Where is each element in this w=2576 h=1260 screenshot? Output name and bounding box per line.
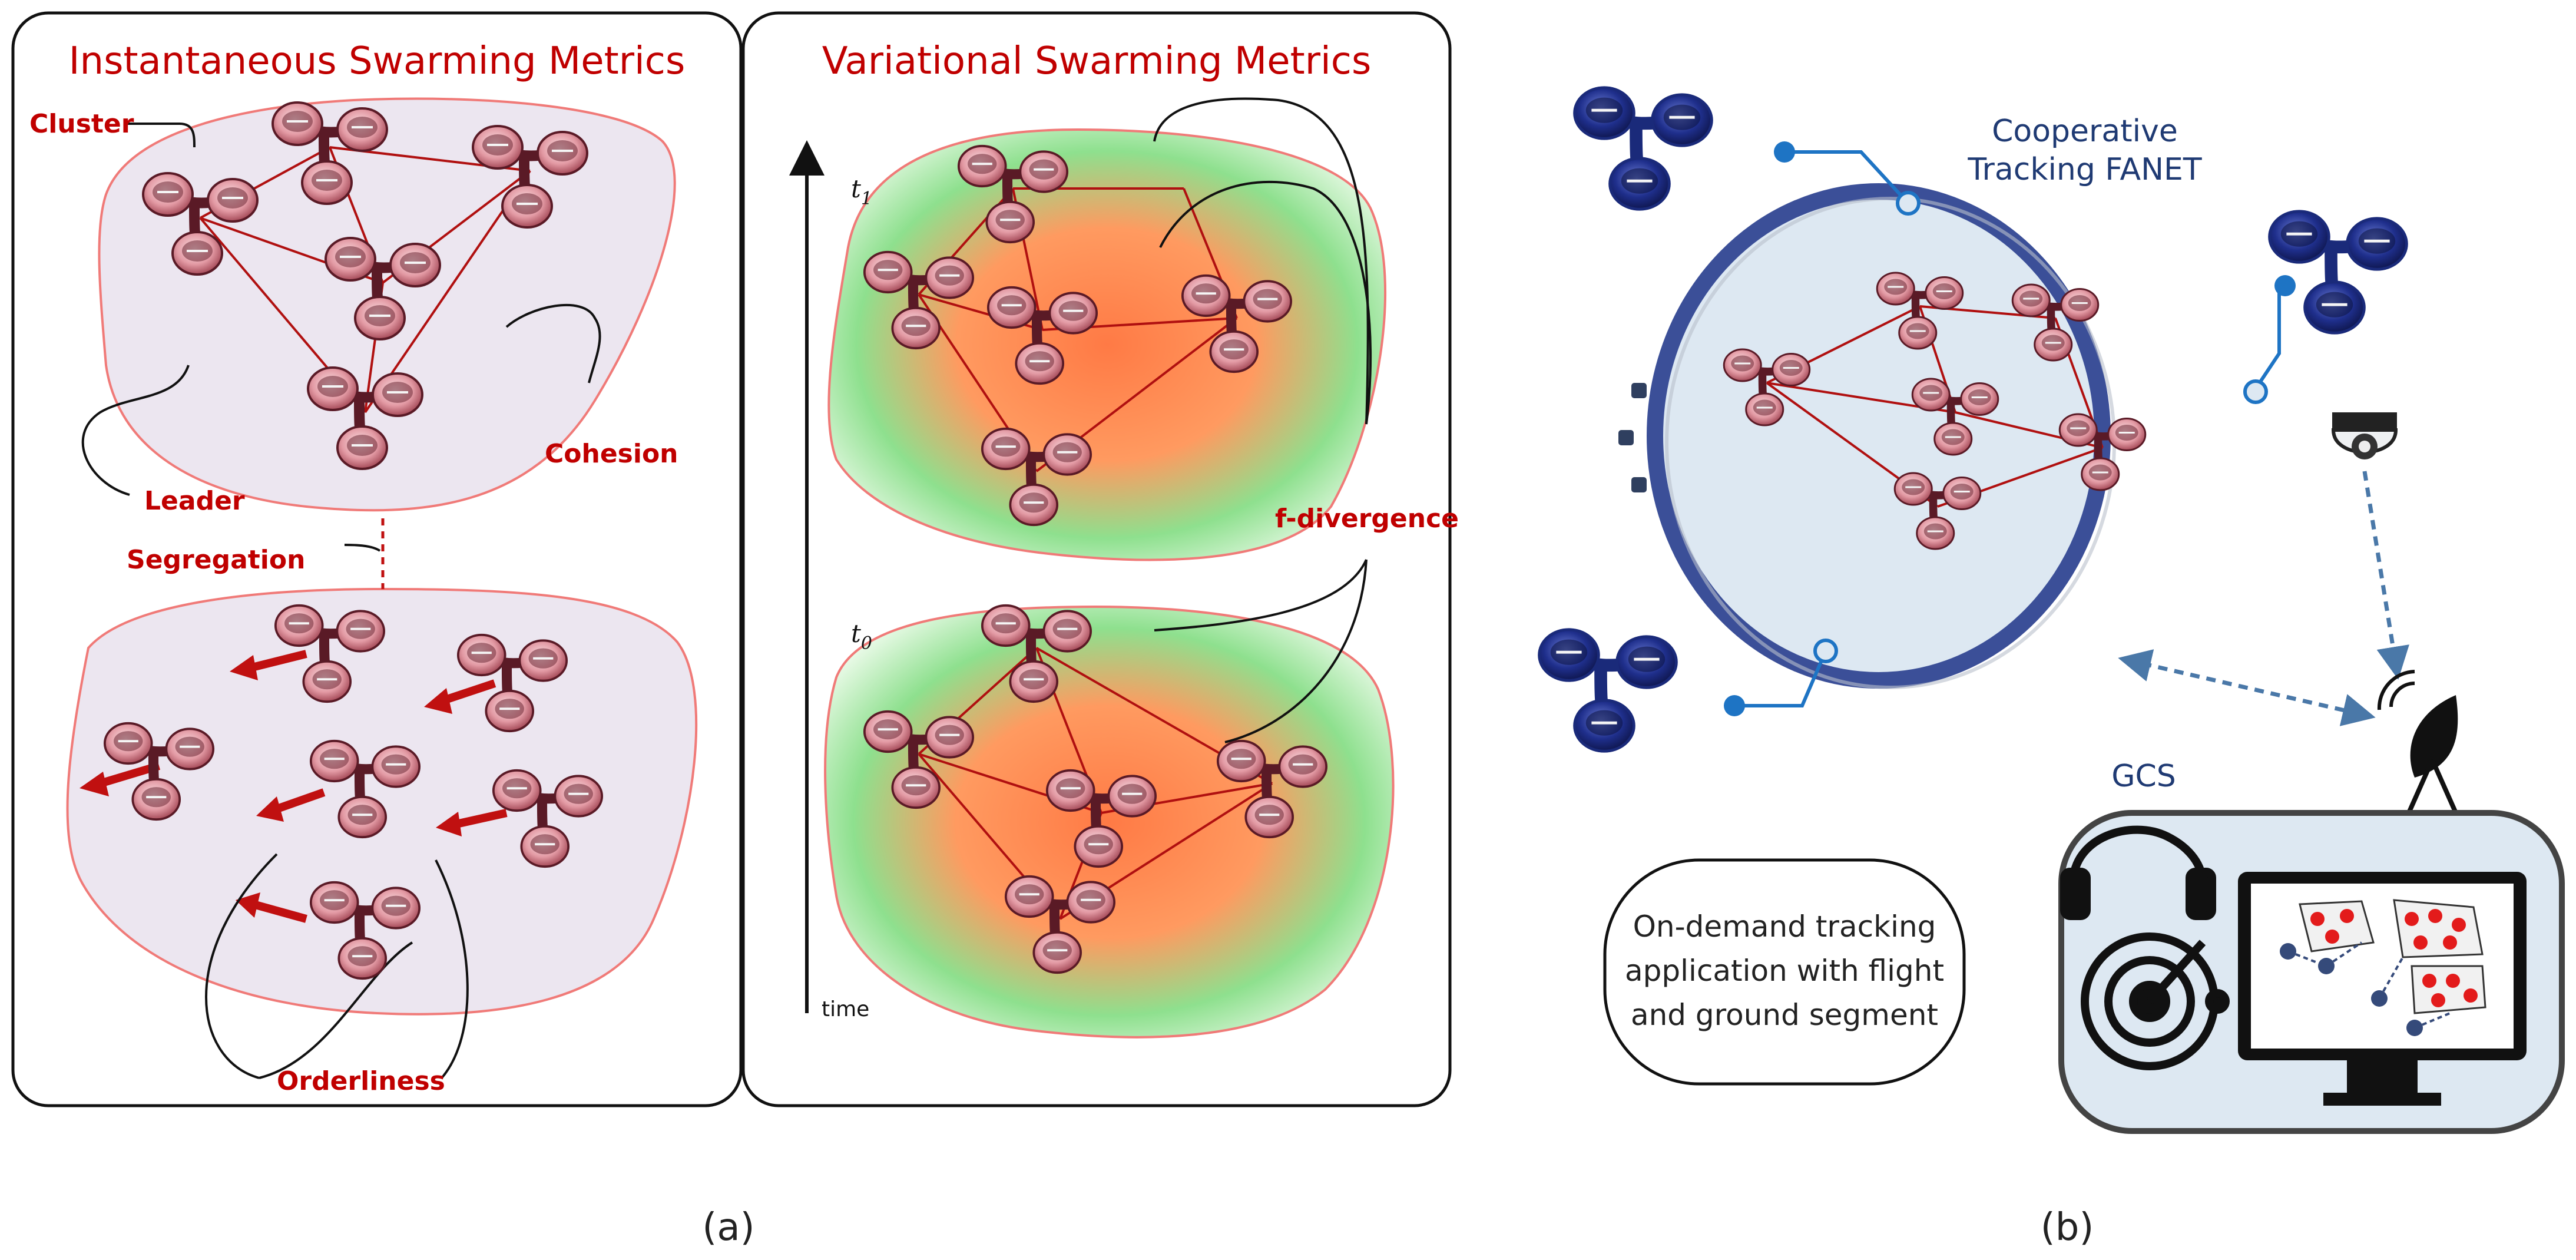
t1-label: t1 xyxy=(851,174,872,209)
drone-icon xyxy=(492,769,604,868)
t1-subscript: 1 xyxy=(861,188,872,209)
drone-icon xyxy=(142,172,259,276)
instantaneous-title: Instantaneous Swarming Metrics xyxy=(69,39,686,83)
drone-icon xyxy=(1004,875,1116,974)
cluster-callout xyxy=(127,123,196,148)
more-drones-ellipsis xyxy=(1618,383,1647,492)
drone-icon xyxy=(309,739,421,839)
drone-icon xyxy=(2058,413,2147,491)
t0-subscript: 0 xyxy=(861,633,872,654)
drone-icon xyxy=(981,427,1092,527)
cohesion-label: Cohesion xyxy=(545,439,678,469)
heading-arrows xyxy=(80,650,508,923)
t0-letter: t xyxy=(851,619,861,648)
leader-label: Leader xyxy=(144,486,245,516)
drone-icon xyxy=(1045,769,1157,868)
caption-a: (a) xyxy=(702,1206,754,1249)
drone-icon xyxy=(957,144,1069,244)
drone-icon xyxy=(1876,272,1964,350)
drone-icon xyxy=(103,722,215,821)
drone-icon xyxy=(271,101,388,205)
drone-icon xyxy=(1911,378,1999,456)
drone-icon xyxy=(1538,628,1678,753)
network-gcs-link xyxy=(2118,649,2376,726)
application-text-line-2: application with flight xyxy=(1625,954,1944,988)
drone-icon xyxy=(1893,472,1982,550)
time-label: time xyxy=(822,997,869,1021)
orderliness-callout-2 xyxy=(259,941,413,1079)
application-textbox xyxy=(1603,858,1966,1086)
cluster-label: Cluster xyxy=(29,109,134,139)
camera-icon xyxy=(2331,412,2398,459)
drone-icon xyxy=(981,604,1092,703)
drone-icon xyxy=(986,286,1098,385)
drone-icon xyxy=(1723,348,1811,426)
fanet-network-ring xyxy=(1647,183,2111,689)
drone-icon xyxy=(274,604,386,703)
drone-icon xyxy=(1216,739,1328,839)
segregation-label: Segregation xyxy=(127,545,305,575)
application-text-line-1: On-demand tracking xyxy=(1633,910,1936,944)
drone-icon xyxy=(309,881,421,980)
drone-icon xyxy=(472,125,588,229)
t1-swarm-density xyxy=(827,128,1387,561)
orderliness-callout-1 xyxy=(205,853,278,1079)
satellite-dish-icon xyxy=(2377,670,2458,814)
orderliness-callout-3 xyxy=(435,859,469,1079)
leader-callout xyxy=(81,365,190,496)
t0-label: t0 xyxy=(851,619,872,654)
segregation-callout xyxy=(344,544,381,552)
drone-icon xyxy=(325,237,441,340)
network-title-line-2: Tracking FANET xyxy=(1967,152,2201,187)
drone-icon xyxy=(2268,210,2408,335)
monitor-display-graphs xyxy=(2280,899,2486,1036)
drone-icon xyxy=(2011,283,2100,362)
network-title-line-1: Cooperative xyxy=(1992,114,2178,149)
drone-icon xyxy=(456,633,568,733)
connector-nodes xyxy=(1724,141,2296,716)
variational-title: Variational Swarming Metrics xyxy=(822,39,1372,83)
headphones-icon xyxy=(2060,825,2216,920)
camera-to-antenna-link xyxy=(2362,471,2409,680)
f-divergence-label: f-divergence xyxy=(1275,504,1459,534)
drone-icon xyxy=(1181,274,1293,373)
radar-icon xyxy=(2081,932,2230,1070)
drone-icon xyxy=(307,366,423,470)
orderliness-label: Orderliness xyxy=(277,1066,445,1096)
drone-icon xyxy=(863,250,975,350)
application-text-line-3: and ground segment xyxy=(1631,998,1938,1032)
f-divergence-callouts xyxy=(1153,97,1372,743)
cohesion-callout xyxy=(505,304,601,383)
drone-layer xyxy=(103,86,2408,980)
drone-icon xyxy=(1573,86,1713,211)
t0-swarm-density xyxy=(824,605,1395,1039)
gcs-label: GCS xyxy=(2111,759,2176,794)
drone-icon xyxy=(863,710,975,809)
t1-letter: t xyxy=(851,174,861,203)
caption-b: (b) xyxy=(2041,1206,2094,1249)
